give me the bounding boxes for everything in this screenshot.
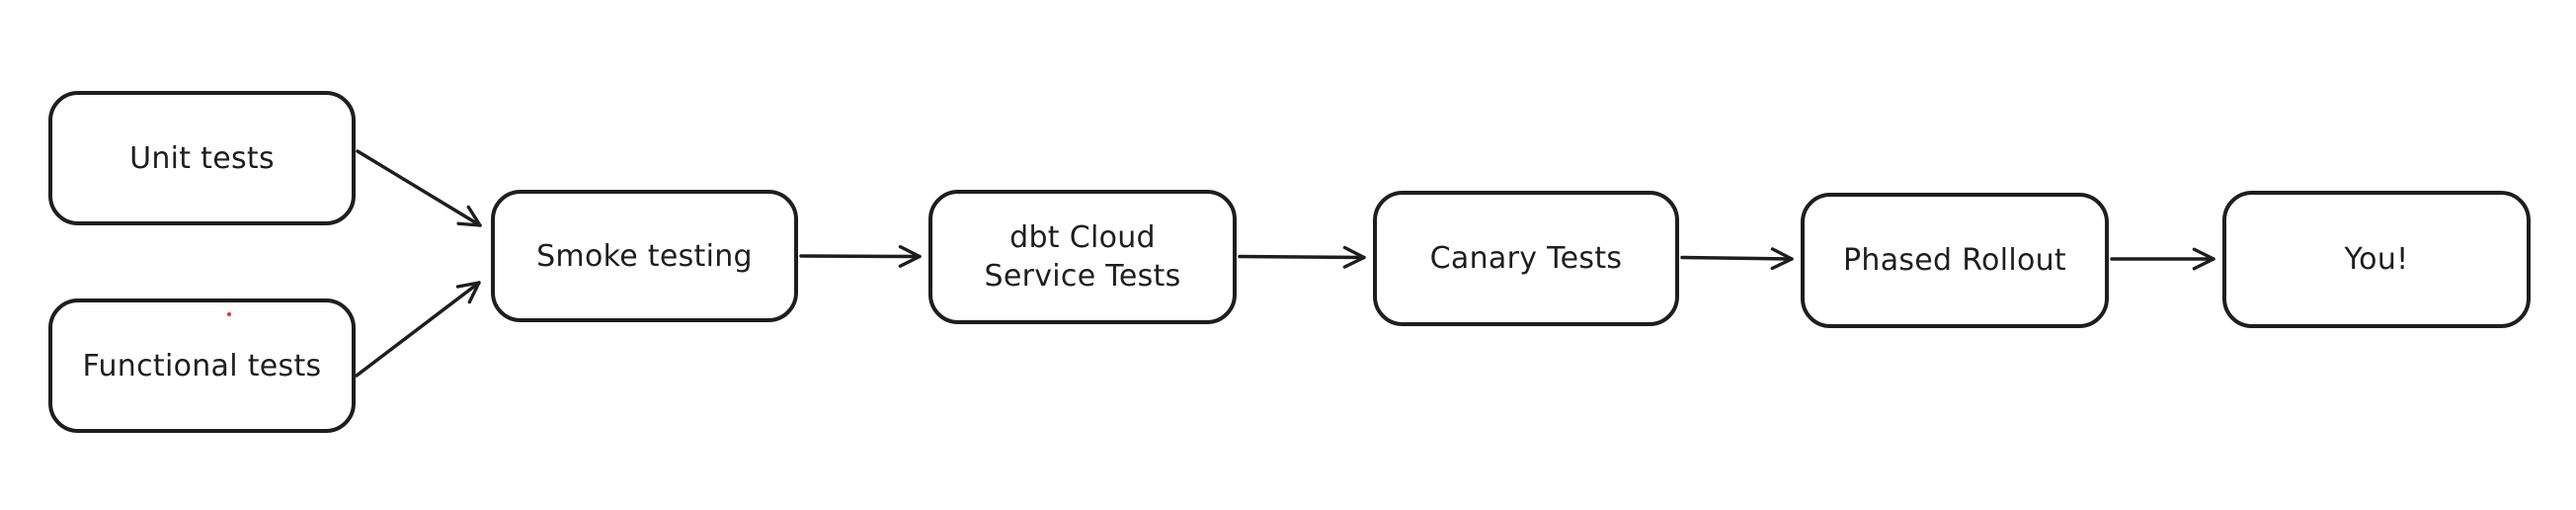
node-canary-tests-label: Canary Tests (1429, 241, 1623, 276)
edge-canary-tests-to-phased-rollout (1680, 247, 1794, 271)
node-phased-rollout-label: Phased Rollout (1842, 243, 2066, 278)
node-unit-tests-label: Unit tests (129, 140, 275, 176)
edge-smoke-testing-to-dbt-cloud-service-tests (799, 244, 922, 268)
edge-dbt-cloud-service-tests-to-canary-tests (1238, 245, 1366, 269)
node-functional-tests: Functional tests (48, 298, 356, 433)
node-smoke-testing: Smoke testing (491, 190, 798, 322)
node-unit-tests: Unit tests (48, 91, 356, 225)
edge-functional-tests-to-smoke-testing (355, 281, 481, 378)
node-you: You! (2222, 191, 2531, 328)
stray-red-dot (227, 312, 231, 316)
node-canary-tests: Canary Tests (1373, 191, 1679, 326)
node-smoke-testing-label: Smoke testing (536, 238, 753, 274)
node-you-label: You! (2344, 242, 2409, 277)
node-phased-rollout: Phased Rollout (1801, 193, 2109, 328)
node-functional-tests-label: Functional tests (82, 348, 322, 383)
node-dbt-cloud-service-tests-label: dbt Cloud Service Tests (984, 220, 1181, 294)
edge-unit-tests-to-smoke-testing (356, 149, 482, 227)
node-dbt-cloud-service-tests: dbt Cloud Service Tests (928, 190, 1237, 324)
